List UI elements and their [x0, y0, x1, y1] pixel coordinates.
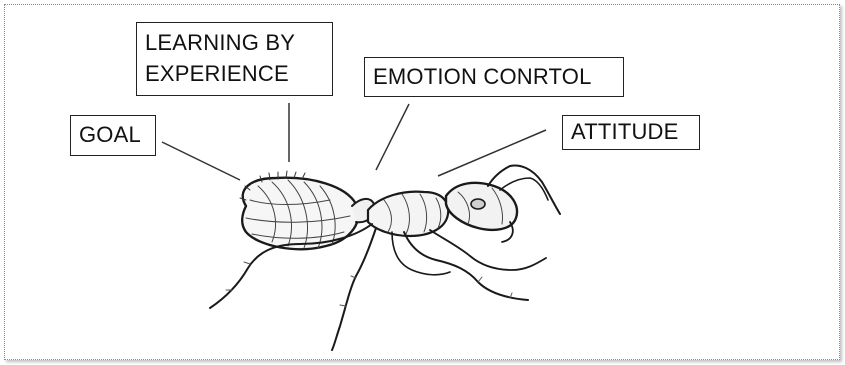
label-goal: GOAL	[70, 115, 156, 156]
label-attitude: ATTITUDE	[562, 115, 700, 150]
connector-emotion	[376, 104, 409, 170]
ant-leg-rear-2	[332, 228, 376, 350]
label-learning-by-experience: LEARNING BY EXPERIENCE	[136, 22, 333, 96]
connector-goal	[162, 142, 240, 180]
ant-eye	[471, 199, 485, 209]
ant-leg-mid	[404, 232, 528, 300]
label-learning-line1: LEARNING BY	[145, 27, 324, 58]
ant-drawing	[210, 166, 560, 350]
label-learning-line2: EXPERIENCE	[145, 58, 324, 89]
label-emotion-control: EMOTION CONRTOL	[364, 57, 624, 97]
